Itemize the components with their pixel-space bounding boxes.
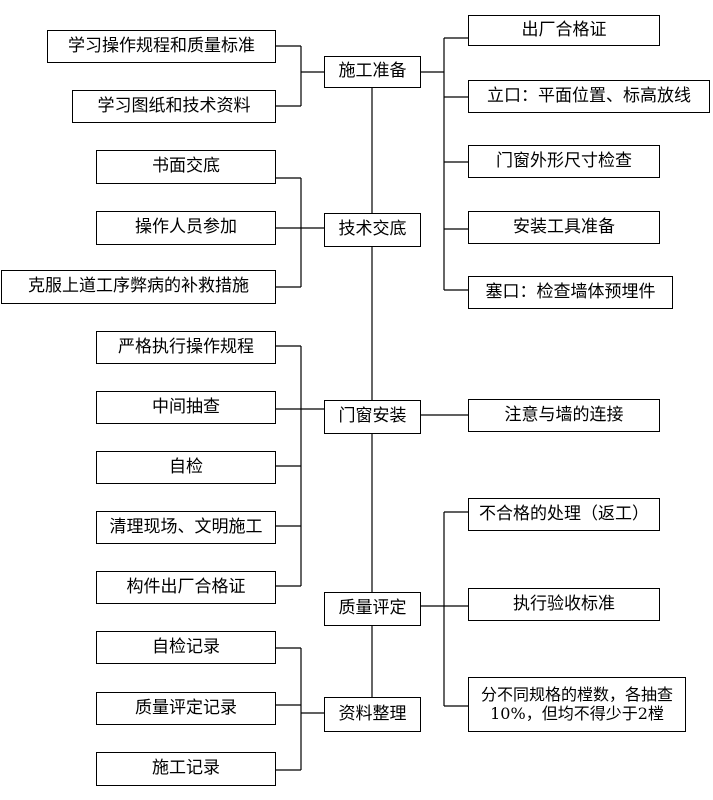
prep-right-item: 门窗外形尺寸检查 bbox=[468, 145, 660, 178]
prep-right-item: 安装工具准备 bbox=[468, 211, 660, 244]
quality-right-item: 分不同规格的樘数，各抽查10%，但均不得少于2樘 bbox=[468, 677, 686, 732]
stage-tech: 技术交底 bbox=[324, 213, 421, 247]
install-left-item: 构件出厂合格证 bbox=[96, 571, 276, 604]
prep-left-item: 学习操作规程和质量标准 bbox=[47, 30, 276, 63]
stage-install: 门窗安装 bbox=[324, 400, 421, 434]
tech-left-item: 操作人员参加 bbox=[96, 211, 276, 245]
install-left-item: 中间抽查 bbox=[96, 391, 276, 424]
prep-right-item: 出厂合格证 bbox=[468, 15, 660, 46]
prep-left-item: 学习图纸和技术资料 bbox=[72, 90, 276, 123]
prep-right-item: 立口：平面位置、标高放线 bbox=[468, 80, 710, 113]
stage-quality: 质量评定 bbox=[324, 592, 421, 626]
tech-left-item: 克服上道工序弊病的补救措施 bbox=[1, 270, 276, 304]
docs-left-item: 质量评定记录 bbox=[96, 692, 276, 725]
tech-left-item: 书面交底 bbox=[96, 150, 276, 184]
prep-right-item: 塞口：检查墙体预埋件 bbox=[468, 276, 673, 309]
stage-prep: 施工准备 bbox=[324, 56, 421, 88]
install-right-item: 注意与墙的连接 bbox=[468, 399, 660, 432]
quality-right-item: 不合格的处理（返工） bbox=[468, 498, 660, 531]
install-left-item: 严格执行操作规程 bbox=[96, 331, 276, 364]
quality-right-item: 执行验收标准 bbox=[468, 588, 660, 621]
stage-docs: 资料整理 bbox=[324, 697, 421, 732]
docs-left-item: 施工记录 bbox=[96, 752, 276, 786]
docs-left-item: 自检记录 bbox=[96, 631, 276, 664]
install-left-item: 清理现场、文明施工 bbox=[96, 511, 276, 544]
install-left-item: 自检 bbox=[96, 451, 276, 484]
